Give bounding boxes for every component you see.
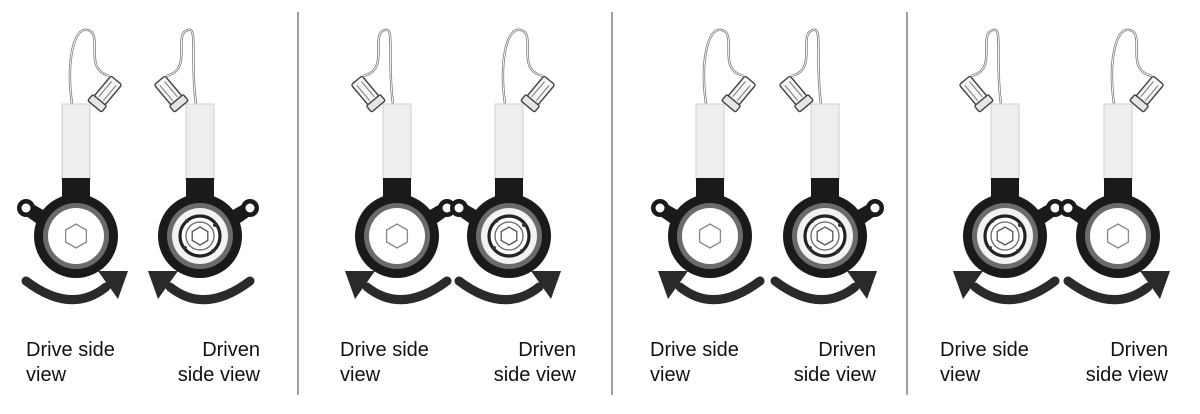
- hex-socket-icon: [385, 223, 409, 249]
- stem-collar: [186, 178, 214, 200]
- sensor-stem: [810, 103, 840, 181]
- panel-3-drive-label: Drive side view: [650, 338, 739, 388]
- panel-2-driven-label-line2: side view: [493, 364, 576, 386]
- hex-socket-icon: [698, 223, 722, 249]
- panel-1-driven-label: Driven side view: [178, 338, 260, 388]
- rotation-arrow-counterclockwise-icon: [953, 271, 1060, 304]
- sensor-stem: [382, 103, 412, 181]
- stem-collar: [62, 178, 90, 200]
- rotation-arrow-clockwise-icon: [21, 271, 128, 304]
- panel-2-driven-label: Driven side view: [494, 338, 576, 388]
- hex-socket-icon: [191, 226, 209, 246]
- rotation-arrow-counterclockwise-icon: [345, 271, 452, 304]
- panel-2-drive-sensor: [345, 28, 456, 304]
- connector-plug: [779, 75, 814, 113]
- panel-3-driven-label: Driven side view: [794, 338, 876, 388]
- panel-1-drive-label-line2: view: [26, 364, 67, 386]
- lug-hole: [245, 203, 255, 213]
- panel-4-drive-label-line1: Drive side: [940, 339, 1029, 361]
- stem-collar: [1104, 178, 1132, 200]
- hex-socket-icon: [64, 223, 88, 249]
- connector-plug: [1129, 75, 1164, 113]
- rotation-arrow-clockwise-icon: [770, 271, 877, 304]
- panel-4-driven-label: Driven side view: [1086, 338, 1168, 388]
- sensor-stem: [185, 103, 215, 181]
- panel-2-driven-label-line1: Driven: [518, 339, 576, 361]
- panel-4-drive-label: Drive side view: [940, 338, 1029, 388]
- lug-hole: [655, 203, 665, 213]
- panel-3-driven-label-line1: Driven: [818, 339, 876, 361]
- panel-3-driven-label-line2: side view: [793, 364, 876, 386]
- lug-hole: [21, 203, 31, 213]
- lug-hole: [870, 203, 880, 213]
- stem-collar: [383, 178, 411, 200]
- hex-socket-icon: [500, 226, 518, 246]
- sensor-stem: [494, 103, 524, 181]
- stem-collar: [696, 178, 724, 200]
- panel-4-drive-label-line2: view: [940, 364, 981, 386]
- panel-1-driven-label-line1: Driven: [202, 339, 260, 361]
- connector-plug: [721, 75, 756, 113]
- panel-2-drive-label: Drive side view: [340, 338, 429, 388]
- panel-1-driven-sensor: [148, 28, 259, 304]
- connector-plug: [520, 75, 555, 113]
- hex-socket-icon: [816, 226, 834, 246]
- panel-1-drive-label: Drive side view: [26, 338, 115, 388]
- panel-2-drive-label-line2: view: [340, 364, 381, 386]
- rotation-arrow-clockwise-icon: [454, 271, 561, 304]
- panel-4-driven-label-line1: Driven: [1110, 339, 1168, 361]
- rotation-arrow-clockwise-icon: [1063, 271, 1170, 304]
- hex-socket-icon: [996, 226, 1014, 246]
- panel-4-drive-sensor: [953, 28, 1064, 304]
- panel-3-drive-sensor: [651, 28, 765, 304]
- panel-2-drive-label-line1: Drive side: [340, 339, 429, 361]
- panel-3-drive-label-line1: Drive side: [650, 339, 739, 361]
- sensor-stem: [61, 103, 91, 181]
- hex-socket-icon: [1106, 223, 1130, 249]
- lug-hole: [1050, 203, 1060, 213]
- connector-plug: [959, 75, 994, 113]
- lug-hole: [1063, 203, 1073, 213]
- sensor-stem: [990, 103, 1020, 181]
- connector-plug: [154, 75, 189, 113]
- stem-collar: [991, 178, 1019, 200]
- rotation-arrow-counterclockwise-icon: [148, 271, 255, 304]
- panel-4-driven-label-line2: side view: [1085, 364, 1168, 386]
- sensor-stem: [695, 103, 725, 181]
- panel-1-drive-label-line1: Drive side: [26, 339, 115, 361]
- panel-3-driven-sensor: [770, 28, 884, 304]
- rotation-arrow-counterclockwise-icon: [658, 271, 765, 304]
- lug-hole: [454, 203, 464, 213]
- panel-1-driven-label-line2: side view: [177, 364, 260, 386]
- panel-1-drive-sensor: [17, 28, 128, 304]
- stem-collar: [811, 178, 839, 200]
- lug-hole: [442, 203, 452, 213]
- panel-3-drive-label-line2: view: [650, 364, 691, 386]
- panel-2-driven-sensor: [450, 28, 561, 304]
- connector-plug: [87, 75, 122, 113]
- connector-plug: [351, 75, 386, 113]
- panel-4-driven-sensor: [1059, 28, 1170, 304]
- sensor-stem: [1103, 103, 1133, 181]
- stem-collar: [495, 178, 523, 200]
